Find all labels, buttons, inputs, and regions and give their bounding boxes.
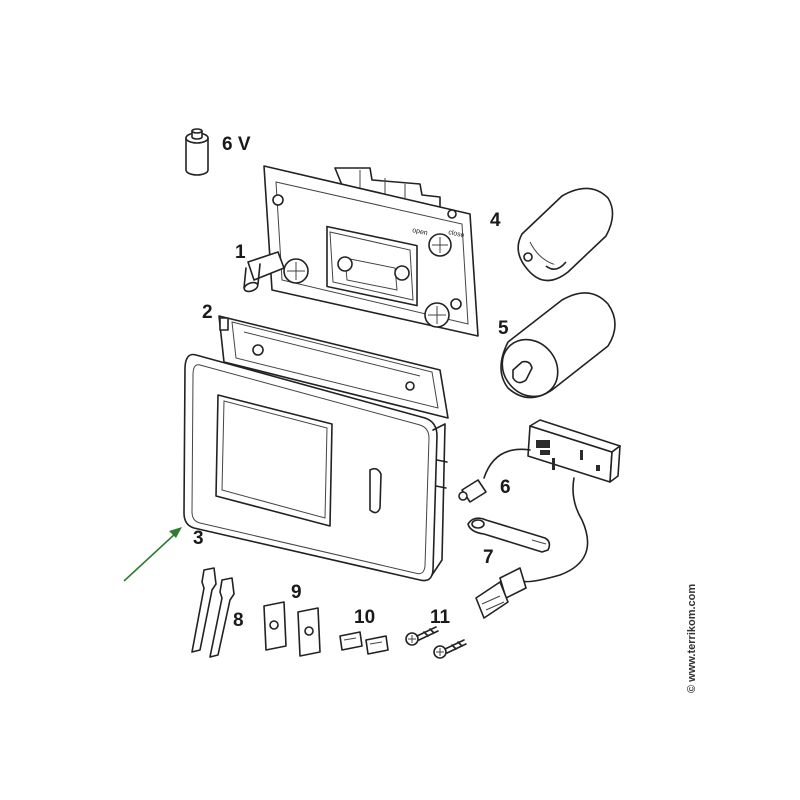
pointer-arrow xyxy=(123,527,182,582)
battery-label: 6 V xyxy=(222,134,251,155)
part-6-label: 6 xyxy=(500,477,511,498)
part-4-label: 4 xyxy=(490,210,501,231)
watermark-text: © www.terrikom.com xyxy=(686,583,698,693)
part-3-cover-panel xyxy=(183,353,448,582)
part-2-frame xyxy=(218,315,449,419)
part-2-label: 2 xyxy=(202,302,213,323)
part-1-label: 1 xyxy=(235,242,246,263)
part-7-label: 7 xyxy=(483,547,494,568)
battery-6v xyxy=(185,128,209,176)
part-5-battery-housing xyxy=(500,292,616,399)
part-4-cap xyxy=(517,187,614,282)
part-10-caps xyxy=(339,631,389,655)
svg-text:open: open xyxy=(412,227,429,237)
part-11-screws xyxy=(405,626,467,659)
part-6-sensor-module xyxy=(458,419,621,619)
svg-text:close: close xyxy=(448,229,466,239)
part-10-label: 10 xyxy=(354,607,375,628)
part-8-label: 8 xyxy=(233,610,244,631)
part-3-label: 3 xyxy=(193,528,204,549)
part-5-label: 5 xyxy=(498,318,509,339)
part-11-label: 11 xyxy=(430,607,451,628)
part-7-lever xyxy=(467,517,551,553)
part-9-label: 9 xyxy=(291,582,302,603)
part-1-mounting-plate: open close xyxy=(243,165,479,337)
part-9-clips xyxy=(263,601,321,657)
part-8-springs xyxy=(191,567,235,658)
